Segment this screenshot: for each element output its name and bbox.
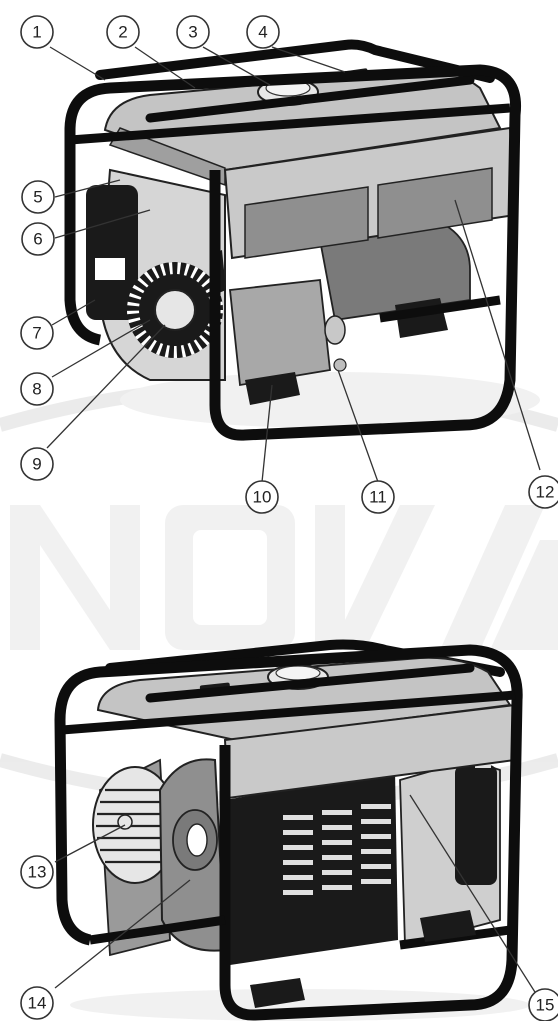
svg-text:5: 5 xyxy=(33,188,42,207)
callout-13: 13 xyxy=(20,855,54,889)
generator-front-view xyxy=(64,39,540,441)
leader-lines xyxy=(46,46,541,1001)
callout-7: 7 xyxy=(20,316,54,350)
callout-4: 4 xyxy=(246,15,280,49)
svg-text:3: 3 xyxy=(188,23,197,42)
callout-8: 8 xyxy=(20,372,54,406)
callout-10: 10 xyxy=(245,480,279,514)
svg-text:13: 13 xyxy=(28,863,47,882)
callout-9: 9 xyxy=(20,447,54,481)
svg-text:10: 10 xyxy=(253,488,272,507)
callout-2: 2 xyxy=(106,15,140,49)
callout-1: 1 xyxy=(20,15,54,49)
generator-rear-view xyxy=(54,639,530,1021)
callout-3: 3 xyxy=(176,15,210,49)
svg-text:2: 2 xyxy=(118,23,127,42)
svg-text:7: 7 xyxy=(32,324,41,343)
callout-15: 15 xyxy=(528,988,558,1021)
callout-6: 6 xyxy=(21,222,55,256)
svg-text:6: 6 xyxy=(33,230,42,249)
callout-5: 5 xyxy=(21,180,55,214)
svg-text:15: 15 xyxy=(536,996,555,1015)
svg-text:4: 4 xyxy=(258,23,267,42)
callout-14: 14 xyxy=(20,986,54,1020)
svg-text:12: 12 xyxy=(536,483,555,502)
callout-12: 12 xyxy=(528,475,558,509)
callout-11: 11 xyxy=(361,480,395,514)
svg-text:11: 11 xyxy=(369,488,387,507)
svg-text:14: 14 xyxy=(28,994,47,1013)
watermark-logo xyxy=(0,378,558,807)
svg-text:8: 8 xyxy=(32,380,41,399)
svg-text:1: 1 xyxy=(32,23,41,42)
svg-text:9: 9 xyxy=(32,455,41,474)
